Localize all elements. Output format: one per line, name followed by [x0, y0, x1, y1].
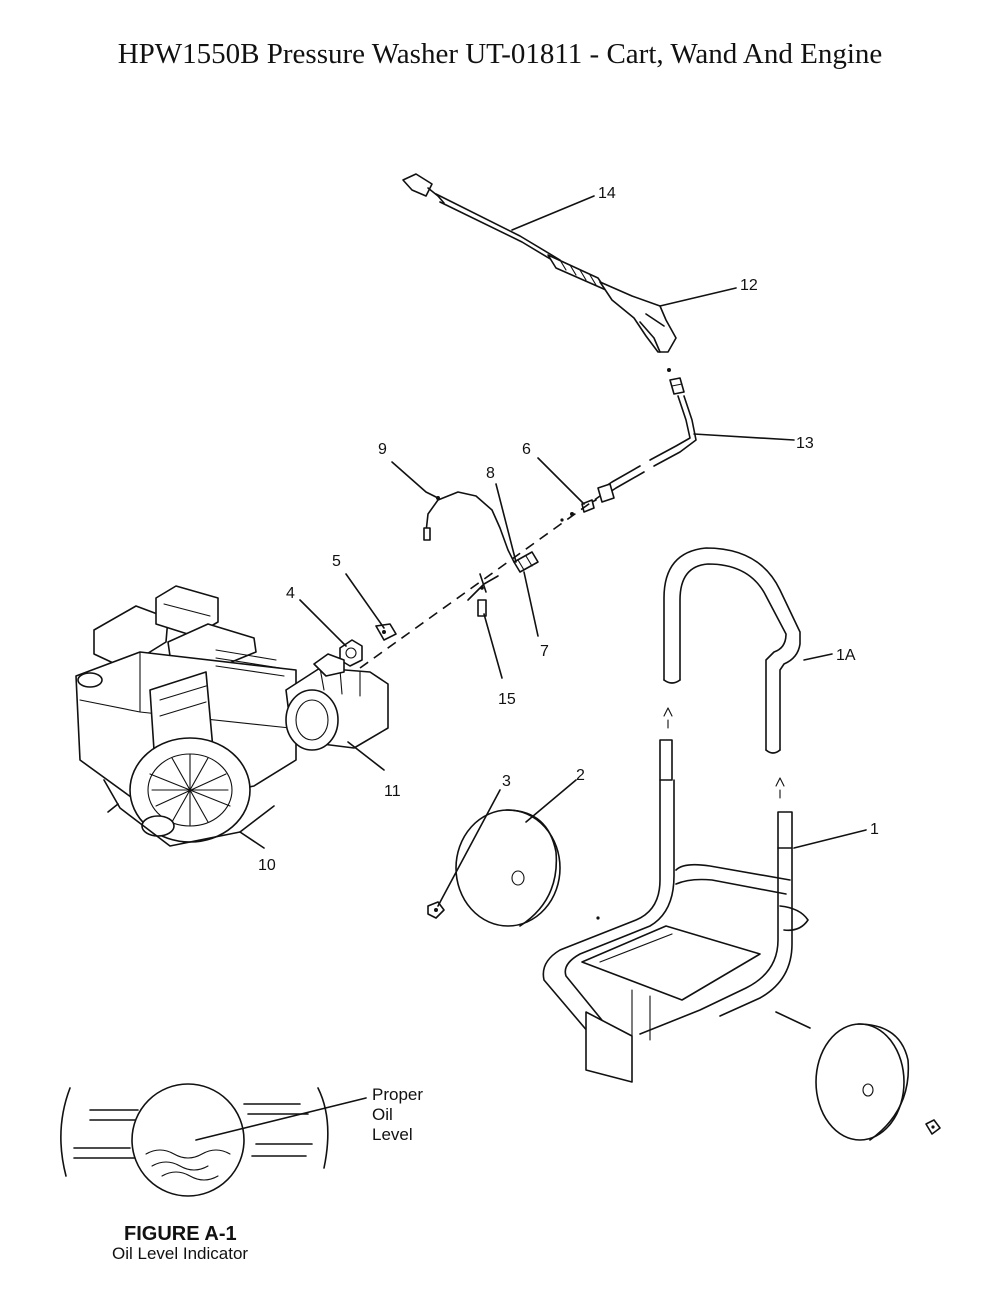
figure-caption-title: FIGURE A-1 — [124, 1223, 237, 1245]
page-title: HPW1550B Pressure Washer UT-01811 - Cart… — [117, 38, 883, 70]
callout-8: 8 — [486, 465, 495, 482]
callout-10: 10 — [258, 857, 276, 874]
callout-6: 6 — [522, 441, 531, 458]
callout-1a: 1A — [836, 647, 856, 664]
annotation-level: Level — [372, 1125, 413, 1144]
cart-handle — [663, 547, 801, 754]
callout-12: 12 — [740, 277, 758, 294]
pump — [285, 653, 389, 751]
wheel-right — [815, 1023, 910, 1141]
callout-13: 13 — [796, 435, 814, 452]
leader-lines — [239, 195, 867, 907]
fitting-coupler — [560, 499, 595, 522]
engine — [75, 585, 297, 847]
callout-1: 1 — [870, 821, 879, 838]
callout-15: 15 — [498, 691, 516, 708]
callout-9: 9 — [378, 441, 387, 458]
high-pressure-hose — [587, 395, 697, 505]
tee-fitting — [467, 573, 499, 617]
spray-wand — [402, 173, 607, 291]
callout-4: 4 — [286, 585, 295, 602]
handle-bolts — [596, 707, 785, 920]
wheel-left — [455, 809, 561, 927]
annotation-proper: Proper — [372, 1085, 423, 1104]
callout-7: 7 — [540, 643, 549, 660]
callout-5: 5 — [332, 553, 341, 570]
wheel-bolt — [427, 901, 941, 1135]
annotation-oil: Oil — [372, 1105, 393, 1124]
figure-caption-subtitle: Oil Level Indicator — [112, 1244, 248, 1263]
spray-gun — [599, 281, 685, 395]
unloader-body — [513, 551, 539, 573]
inlet-filter — [375, 623, 397, 641]
callout-11: 11 — [384, 783, 401, 800]
callout-2: 2 — [576, 767, 585, 784]
figure-a1-oil-level: Proper Oil Level FIGURE A-1 Oil Level In… — [60, 1083, 423, 1263]
cart-frame — [542, 739, 811, 1083]
callout-14: 14 — [598, 185, 616, 202]
callout-3: 3 — [502, 773, 511, 790]
